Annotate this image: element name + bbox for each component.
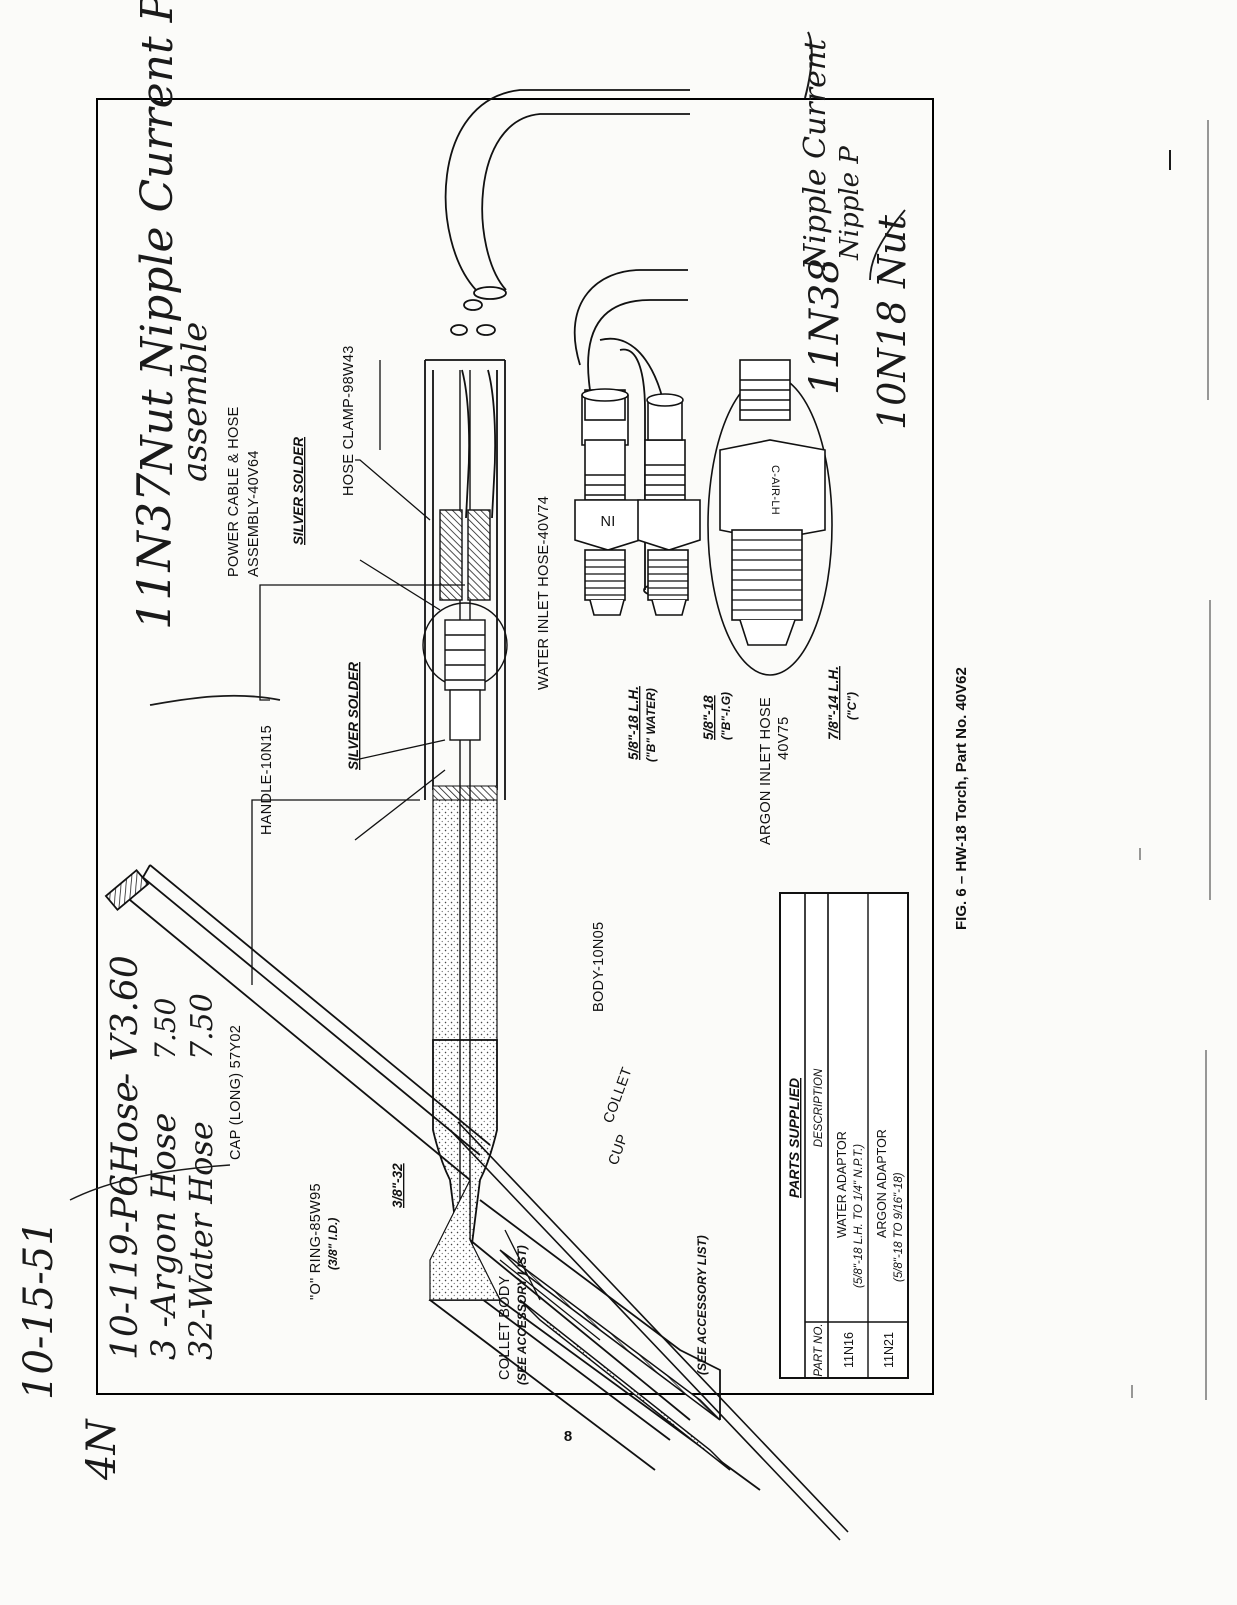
hose-clamp (422, 509, 508, 741)
thread-c-label-2: ("C") (845, 692, 859, 720)
handle-label: HANDLE-10N15 (259, 725, 275, 835)
thread-c-label-1: 7/8"-14 L.H. (826, 666, 841, 740)
body-label: BODY-10N05 (591, 922, 607, 1012)
parts-header-description: DESCRIPTION (813, 1068, 825, 1147)
hand-note-bottom-2: 3 -Argon Hose (144, 1113, 184, 1360)
cup-label: CUP (606, 1132, 632, 1167)
parts-row-2-detail: (5/8"-18 TO 9/16"-18) (893, 1172, 905, 1282)
silver-solder-label-1: SILVER SOLDER (346, 662, 361, 770)
figure-frame (96, 98, 934, 1395)
nut-ni-label: NI (600, 514, 615, 530)
argon-inlet-hose-label-2: 40V75 (776, 717, 792, 760)
power-cable-fitting (707, 359, 833, 676)
hand-note-right-1: 11N38 (802, 258, 848, 395)
collet (499, 1249, 731, 1471)
figure-caption: FIG. 6 – HW-18 Torch, Part No. 40V62 (953, 667, 970, 930)
o-ring-label-1: "O" RING-85W95 (308, 1183, 324, 1300)
o-ring-label-2: (3/8" I.D.) (326, 1218, 340, 1270)
collet-body-label-1: COLLET BODY (497, 1275, 513, 1380)
parts-table: PARTS SUPPLIED PART NO. DESCRIPTION 11N1… (779, 892, 909, 1379)
hand-note-price-2: 7.50 (149, 998, 182, 1060)
hand-note-top-1: Nut Nipple Current Pipe (132, 0, 183, 475)
hand-note-right-2: Nipple Current (798, 38, 833, 271)
leader-lines (251, 360, 601, 1341)
see-accessory-label: (SEE ACCESSORY LIST) (695, 1235, 709, 1375)
hand-note-margin-1: 10-15-51 (16, 1220, 62, 1400)
argon-inlet-hose-label-1: ARGON INLET HOSE (758, 697, 774, 845)
torch-head (429, 1199, 761, 1491)
hand-note-bottom-3: 32-Water Hose (182, 1121, 220, 1360)
power-cable (444, 89, 690, 519)
thread-argon-label-2: ("B"-I.G) (719, 692, 733, 740)
parts-row-2-partno: 11N21 (882, 1332, 896, 1368)
power-cable-label-2: ASSEMBLY-40V64 (246, 450, 262, 577)
long-cap (104, 864, 491, 1181)
thread-38-label: 3/8"-32 (390, 1163, 405, 1208)
nut-cairlh-label: C-AIR-LH (769, 465, 781, 515)
hand-note-bottom-1: 10-119-P6Hose (105, 1081, 146, 1360)
hose-clamp-label: HOSE CLAMP-98W43 (341, 345, 357, 496)
parts-row-1-partno: 11N16 (842, 1332, 856, 1368)
hand-note-right-4: 10N18 Nut (870, 214, 914, 430)
parts-row-1-detail: (5/8"-18 L.H. TO 1/4" N.P.T.) (853, 1144, 865, 1288)
argon-inlet-fitting (637, 393, 701, 616)
hand-note-price-3: 7.50 (185, 993, 220, 1060)
thread-water-label-1: 5/8"-18 L.H. (626, 686, 641, 760)
hand-note-right-3: Nipple P (835, 146, 865, 261)
thread-water-label-2: ("B" WATER) (644, 688, 658, 762)
water-inlet-hose-label: WATER INLET HOSE-40V74 (536, 496, 552, 690)
page-number: 8 (563, 1428, 573, 1445)
power-cable-label-1: POWER CABLE & HOSE (226, 406, 242, 577)
hand-note-price-1: - V3.60 (105, 955, 146, 1085)
scan-artifacts (1131, 120, 1211, 1400)
water-inlet-fitting (574, 388, 641, 616)
handwritten-notes: 11N37 Nut Nipple Current Pipe assemble 1… (16, 0, 1171, 1481)
parts-row-1-desc: WATER ADAPTOR (835, 1131, 849, 1238)
electrode (449, 1121, 849, 1541)
handle-tube (424, 359, 506, 800)
hand-note-left-1: 11N37 (127, 472, 181, 630)
collet-body-label-2: (SEE ACCESSORY LIST) (515, 1245, 529, 1385)
hand-note-top-2: assemble (175, 322, 215, 482)
hand-note-margin-2: 4N (79, 1418, 125, 1481)
collet-label: COLLET (601, 1065, 636, 1125)
silver-solder-label-2: SILVER SOLDER (291, 437, 306, 545)
parts-row-2-desc: ARGON ADAPTOR (875, 1129, 889, 1238)
cap-label: CAP (LONG) 57Y02 (228, 1025, 244, 1160)
parts-header-partno: PART NO. (813, 1323, 825, 1376)
parts-table-title: PARTS SUPPLIED (786, 1078, 802, 1198)
handle-insulation (432, 789, 498, 1041)
thread-argon-label-1: 5/8"-18 (701, 695, 716, 740)
head-insulation (429, 1179, 501, 1301)
